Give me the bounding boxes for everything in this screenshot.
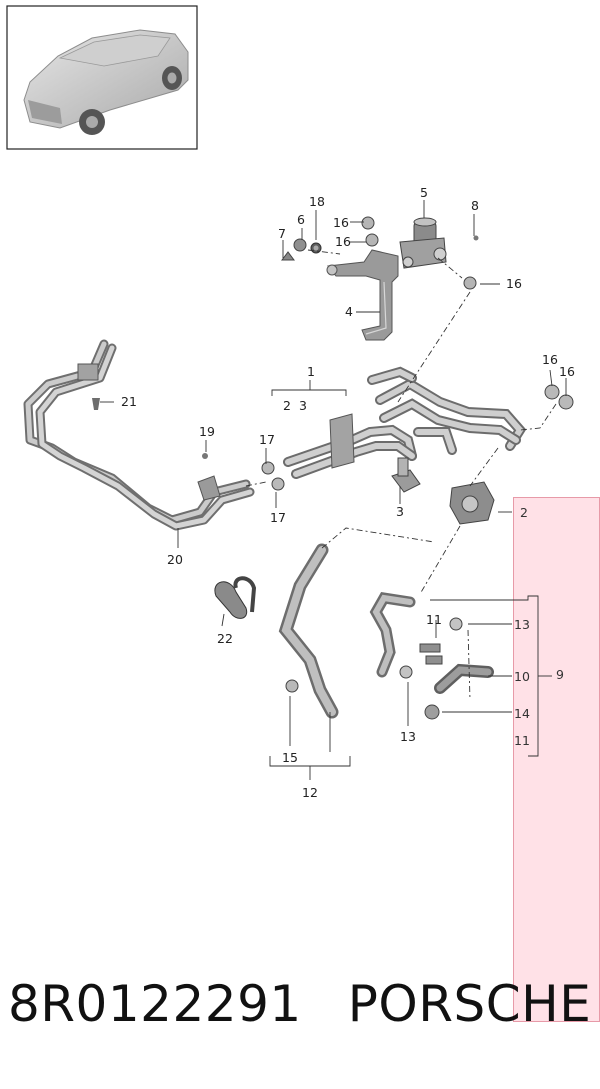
small-clamps-top — [281, 216, 479, 290]
callout-20: 20 — [167, 552, 183, 567]
car-icon — [23, 29, 189, 135]
callout-labels: 1 2 3 2 3 4 5 6 7 8 9 10 11 11 12 13 13 … — [121, 185, 575, 800]
screw-part-19 — [202, 453, 208, 459]
callout-16-a: 16 — [333, 215, 349, 230]
callout-8: 8 — [471, 198, 479, 213]
callout-17-b: 17 — [270, 510, 286, 525]
callout-14: 14 — [514, 706, 530, 721]
callout-10: 10 — [514, 669, 530, 684]
vehicle-thumbnail — [6, 5, 198, 150]
leader-lines — [100, 200, 567, 780]
callout-15: 15 — [282, 750, 298, 765]
callout-6: 6 — [297, 212, 305, 227]
bracket-part-19 — [197, 475, 221, 501]
callout-2: 2 — [520, 505, 528, 520]
clips-part-22 — [214, 576, 257, 619]
valve-part-5 — [399, 217, 447, 269]
callout-3: 3 — [396, 504, 404, 519]
callout-16-c: 16 — [506, 276, 522, 291]
callout-16-e: 16 — [559, 364, 575, 379]
callout-1: 1 — [307, 364, 315, 379]
brand-name: PORSCHE — [347, 975, 592, 1033]
callout-16-b: 16 — [335, 234, 351, 249]
callout-17-a: 17 — [259, 432, 275, 447]
callout-4: 4 — [345, 304, 353, 319]
dashed-lines — [245, 249, 557, 701]
part-number-line: 8R0122291 PORSCHE — [8, 975, 591, 1045]
t-piece-part-3 — [391, 457, 421, 493]
clamps-17 — [261, 461, 285, 491]
callout-22: 22 — [217, 631, 233, 646]
callout-5: 5 — [420, 185, 428, 200]
screw-part-21 — [92, 398, 100, 410]
hose-part-12 — [278, 543, 339, 719]
pipe-bracket-20 — [77, 363, 99, 381]
callout-13-b: 13 — [400, 729, 416, 744]
clamp-part-15 — [285, 679, 299, 693]
callout-18: 18 — [309, 194, 325, 209]
highlight-panel — [513, 497, 600, 1022]
fittings-part-11 — [419, 643, 443, 665]
callout-16-d: 16 — [542, 352, 558, 367]
callout-12: 12 — [302, 785, 318, 800]
callout-2-sub: 2 — [283, 398, 291, 413]
callout-9: 9 — [556, 667, 564, 682]
flange-part-1 — [329, 413, 355, 469]
callout-13-a: 13 — [514, 617, 530, 632]
callout-19: 19 — [199, 424, 215, 439]
clamps-16-right — [544, 384, 574, 410]
callout-11-a: 11 — [426, 612, 442, 627]
callout-3-sub: 3 — [299, 398, 307, 413]
hose-group-part-9 — [369, 591, 494, 694]
callout-11-b: 11 — [514, 733, 530, 748]
callout-21: 21 — [121, 394, 137, 409]
pipe-part-20 — [23, 339, 255, 531]
bracket-part-4 — [326, 249, 399, 341]
part-number: 8R0122291 — [8, 975, 302, 1033]
housing-part-2 — [449, 481, 495, 525]
clamps-13-14 — [399, 617, 463, 720]
callout-7: 7 — [278, 226, 286, 241]
